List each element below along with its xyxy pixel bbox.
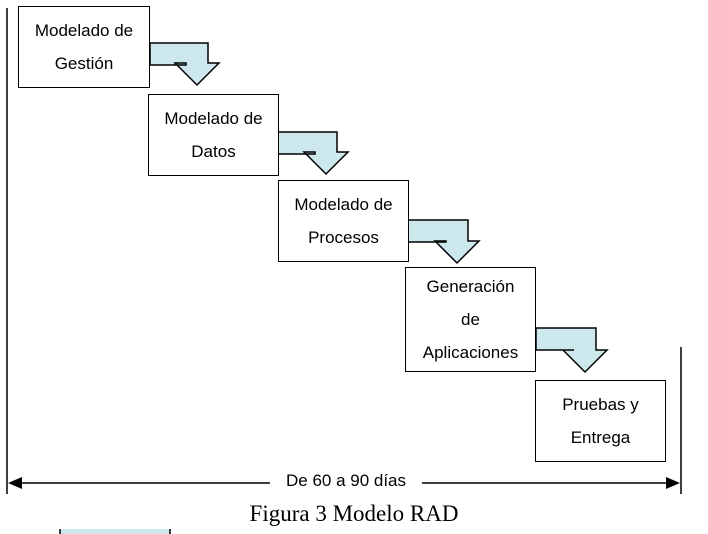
stage-label-line: Modelado de <box>34 21 134 40</box>
timeline-arrowhead-left <box>8 477 22 489</box>
stage-label-line: Gestión <box>54 54 114 73</box>
stage-box-pruebas-entrega: Pruebas y Entrega <box>535 380 666 462</box>
stage-box-modelado-procesos: Modelado de Procesos <box>278 180 409 262</box>
cropped-shape-fragment <box>59 529 171 534</box>
timeline-duration-label: De 60 a 90 días <box>270 468 422 494</box>
connector-arrow-1 <box>149 42 221 87</box>
stage-label-line: de <box>461 310 480 329</box>
stage-label-line: Modelado de <box>294 195 393 214</box>
stage-label-line: Entrega <box>570 428 631 447</box>
stage-label-line: Procesos <box>308 228 379 247</box>
stage-label-line: Aplicaciones <box>422 343 519 362</box>
stage-box-modelado-datos: Modelado de Datos <box>148 94 279 176</box>
connector-arrow-2 <box>277 131 350 176</box>
figure-caption: Figura 3 Modelo RAD <box>249 501 459 526</box>
stage-label-line: Modelado de <box>164 109 263 128</box>
connector-arrow-4 <box>535 327 609 374</box>
connector-arrow-3 <box>407 219 481 265</box>
timeline-arrowhead-right <box>666 477 680 489</box>
stage-box-modelado-gestion: Modelado de Gestión <box>18 6 150 88</box>
stage-label-line: Datos <box>191 142 236 161</box>
stage-label-line: Generación <box>426 277 515 296</box>
stage-box-generacion-aplicaciones: Generación de Aplicaciones <box>405 267 536 372</box>
stage-label-line: Pruebas y <box>562 395 639 414</box>
